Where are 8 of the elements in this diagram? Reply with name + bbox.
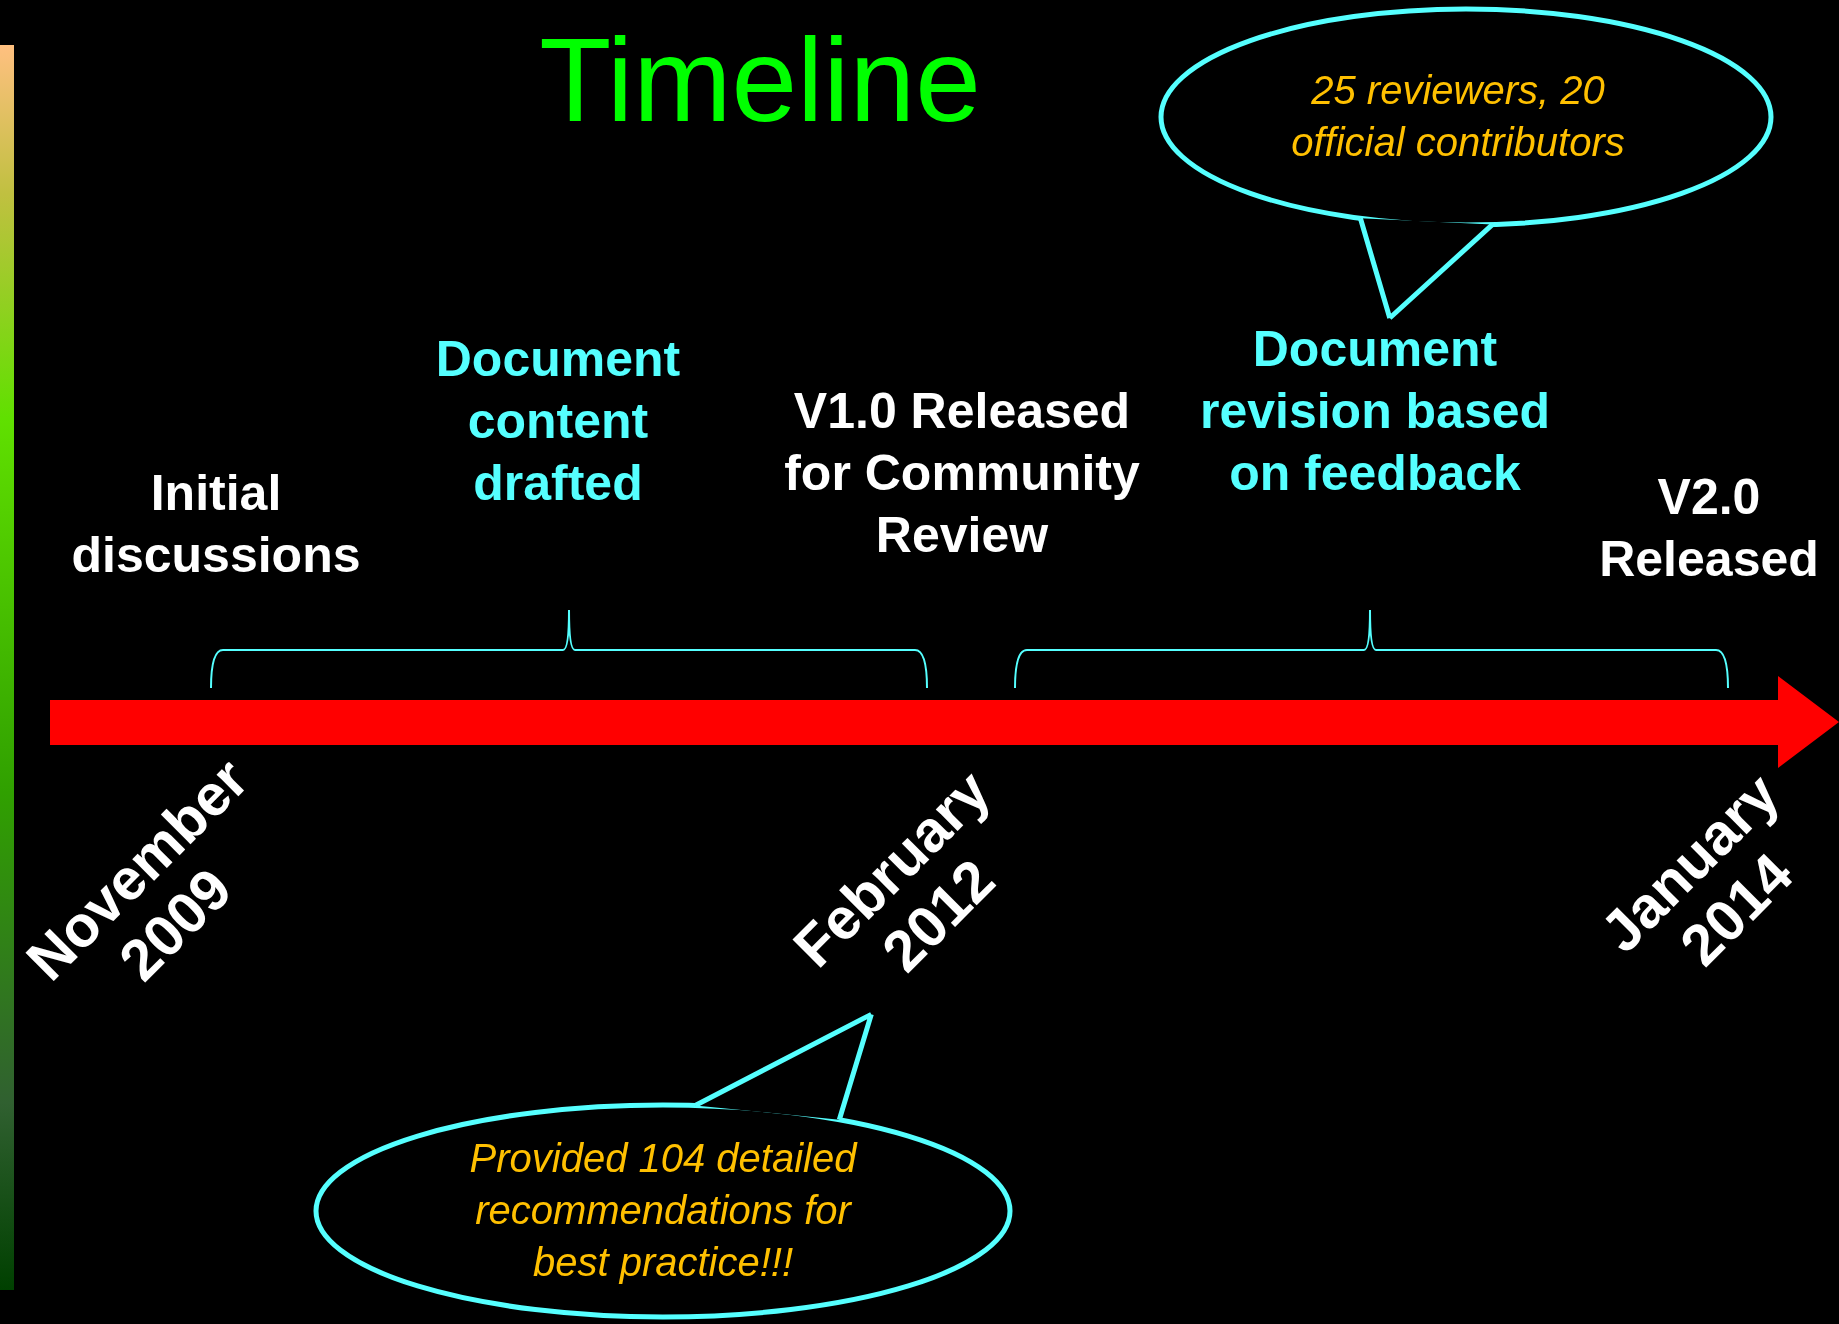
title: Timeline <box>538 13 982 148</box>
phase-label: Document content drafted <box>434 330 682 513</box>
callout-text: 25 reviewers, 20 official contributors <box>1290 67 1626 166</box>
callout-text: Provided 104 detailed recommendations for best practice!!! <box>468 1135 859 1286</box>
milestone-label: V1.0 Released for Community Review <box>783 382 1141 565</box>
milestone-label: V2.0 Released <box>1598 468 1820 589</box>
phase-label: Document revision based on feedback <box>1175 318 1575 504</box>
milestone-label: Initial discussions <box>70 464 362 585</box>
